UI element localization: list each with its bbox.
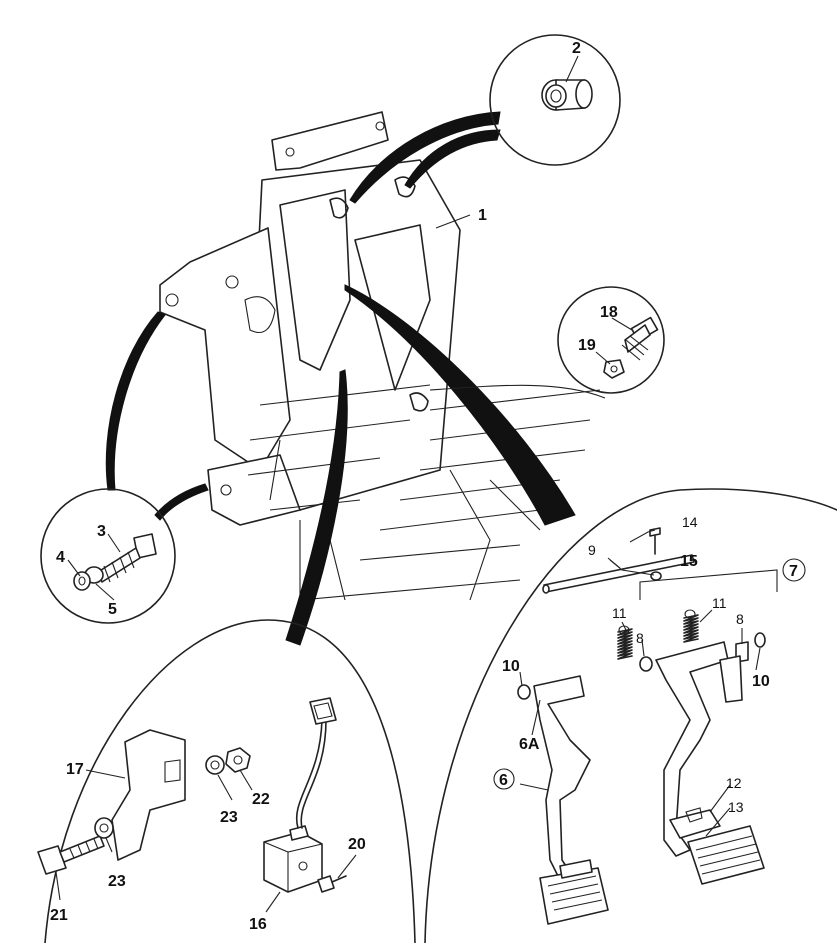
detail-circle-bolt-washers <box>40 488 176 624</box>
callout-1: 1 <box>478 207 487 224</box>
callout-6: 6 <box>499 772 508 789</box>
detail-circle-switch <box>44 619 416 943</box>
callout-6-ring <box>493 768 515 790</box>
callout-18: 18 <box>600 304 618 321</box>
callout-2: 2 <box>572 40 581 57</box>
leader-bands <box>105 111 606 646</box>
detail-circle-pedals <box>424 488 837 943</box>
callout-11a: 11 <box>612 605 627 621</box>
callout-16: 16 <box>249 916 267 933</box>
callout-23a: 23 <box>220 809 238 826</box>
callout-10a: 10 <box>502 658 520 675</box>
callout-7-ring <box>782 558 806 582</box>
callout-10b: 10 <box>752 673 770 690</box>
detail-circle-bushing <box>489 34 621 166</box>
callout-17: 17 <box>66 761 84 778</box>
callout-13: 13 <box>728 799 744 815</box>
callout-11b: 11 <box>712 595 727 611</box>
detail-circle-bolt-nut <box>557 286 665 394</box>
callout-8a: 8 <box>636 630 644 646</box>
callout-5: 5 <box>108 601 117 618</box>
callout-4: 4 <box>56 549 65 566</box>
callout-7: 7 <box>789 563 798 580</box>
callout-8b: 8 <box>736 611 744 627</box>
pedal-frame-assembly <box>159 111 601 601</box>
callout-12: 12 <box>726 775 742 791</box>
switch-assembly-parts <box>37 697 347 893</box>
callout-labels: 1 2 3 4 5 6 6A 7 8 8 9 10 10 11 11 12 13… <box>50 40 806 933</box>
callout-22: 22 <box>252 791 270 808</box>
callout-6a: 6A <box>519 736 540 753</box>
callout-15: 15 <box>680 553 698 570</box>
bushing-part <box>541 79 593 111</box>
pedal-parts <box>517 527 778 925</box>
callout-leaders <box>55 55 761 913</box>
callout-23b: 23 <box>108 873 126 890</box>
callout-14: 14 <box>682 514 698 530</box>
callout-3: 3 <box>97 523 106 540</box>
callout-9: 9 <box>588 542 596 558</box>
callout-20: 20 <box>348 836 366 853</box>
bolt-washer-parts <box>73 533 157 591</box>
bolt-nut-parts <box>603 316 659 379</box>
callout-21: 21 <box>50 907 68 924</box>
callout-19: 19 <box>578 337 596 354</box>
